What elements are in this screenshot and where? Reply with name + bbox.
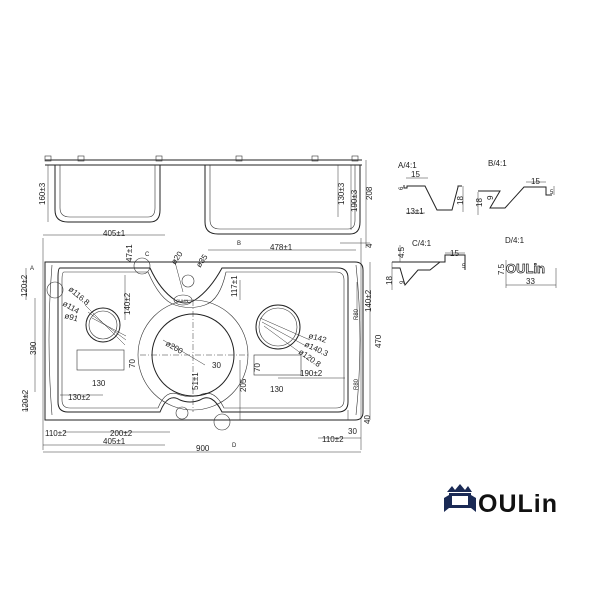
detail-c: C/4:1 15 18 4.5 9 5 [385, 239, 466, 290]
detail-c-9: 9 [400, 280, 406, 284]
marker-a: A [30, 266, 34, 272]
dim-d35: ø35 [194, 252, 210, 269]
detail-c-18: 18 [385, 276, 394, 285]
detail-b-title: B/4:1 [488, 159, 507, 168]
dim-190: 190±3 [350, 189, 359, 212]
detail-b-9: 9 [486, 195, 495, 200]
marker-b: B [237, 241, 241, 247]
dim-140-left: 140±2 [123, 292, 132, 315]
side-section-view: 160±3 130±3 190±3 208 4 [38, 155, 374, 248]
dim-4: 4 [365, 243, 374, 248]
crown-crest-icon [444, 484, 476, 512]
detail-b-5: 5 [550, 190, 554, 196]
detail-a-title: A/4:1 [398, 161, 417, 170]
detail-c-4-5: 4.5 [397, 246, 406, 258]
dim-40: 40 [363, 415, 372, 424]
dim-200: 200±2 [110, 429, 133, 438]
dim-130: 130±3 [337, 182, 346, 205]
detail-c-title: C/4:1 [412, 239, 432, 248]
radius-r80-upper: R80 [354, 308, 360, 320]
detail-c-5: 5 [462, 264, 466, 270]
dim-130-box-right: 130 [270, 385, 284, 394]
dim-110-left: 110±2 [45, 429, 67, 438]
dim-30: 30 [212, 361, 221, 370]
detail-b-15: 15 [531, 177, 540, 186]
dim-d20: ø20 [169, 249, 185, 266]
detail-c-15: 15 [450, 249, 459, 258]
dim-51: 51±1 [191, 372, 200, 390]
dim-30-bottom: 30 [348, 427, 357, 436]
detail-b-18: 18 [475, 198, 484, 207]
dim-405-bottom: 405±1 [103, 437, 126, 446]
detail-d-7-5: 7.5 [497, 263, 506, 275]
dim-478: 478±1 [270, 243, 293, 252]
dim-120-bottom: 120±2 [21, 389, 30, 412]
detail-d-engraving: OULin [506, 261, 545, 276]
radius-r80-lower: R80 [354, 378, 360, 390]
dim-470: 470 [374, 334, 383, 348]
dim-117: 117±1 [230, 275, 239, 297]
dim-160: 160±3 [38, 182, 47, 205]
marker-d: D [232, 443, 237, 449]
dim-d91: ø91 [63, 311, 79, 323]
drain-badge-text: OULIN [176, 298, 188, 303]
dim-130-box-left: 130 [92, 379, 106, 388]
detail-a-6: 6 [399, 186, 405, 190]
dim-900: 900 [196, 444, 210, 453]
detail-b: B/4:1 15 18 9 5 [475, 159, 555, 215]
detail-d-title: D/4:1 [505, 236, 525, 245]
brand-name: OULin [478, 490, 558, 518]
detail-a-18: 18 [456, 196, 465, 205]
dim-120-top: 120±2 [20, 274, 29, 297]
dim-405-top: 405±1 [103, 229, 126, 238]
dim-140-right: 140±2 [364, 289, 373, 312]
detail-a-15: 15 [411, 170, 420, 179]
dim-390: 390 [29, 341, 38, 355]
marker-c: C [145, 252, 150, 258]
dim-70-right: 70 [253, 363, 262, 372]
dim-110-right: 110±2 [322, 435, 344, 444]
dim-d200: ø200 [164, 339, 185, 356]
dim-205: 205 [239, 378, 248, 392]
detail-a: A/4:1 15 18 13±1 6 [398, 161, 465, 216]
detail-d: D/4:1 OULin 33 7.5 [497, 236, 557, 288]
dim-70-left: 70 [128, 359, 137, 368]
dim-208: 208 [365, 186, 374, 200]
dim-47: 47±1 [125, 244, 134, 262]
detail-a-13: 13±1 [406, 207, 424, 216]
detail-d-33: 33 [526, 277, 535, 286]
brand-logo: OULin [444, 484, 558, 518]
dim-130-left: 130±2 [68, 393, 91, 402]
dim-190-right: 190±2 [300, 369, 323, 378]
plan-view: OULIN 405±1 47±1 ø20 ø35 478±1 117±1 120… [20, 229, 383, 453]
